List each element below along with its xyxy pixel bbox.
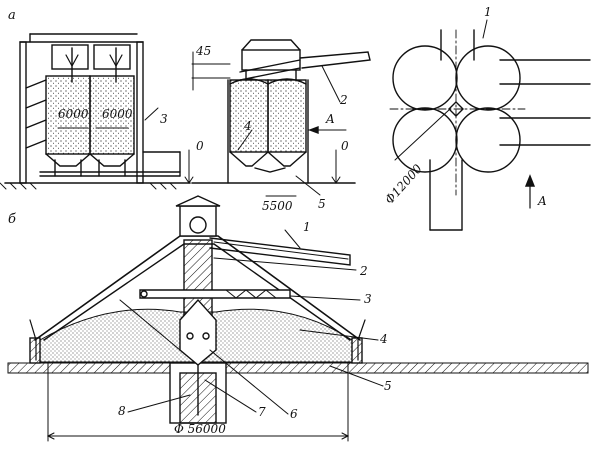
figure-b-label: б [8,212,16,227]
callout-a-3: 3 [160,112,168,126]
callout-b-5: 5 [384,379,392,393]
callout-a-2: 2 [340,93,348,107]
dim-56000: Φ 56000 [174,422,226,436]
callout-b-3: 3 [364,292,372,306]
dim-5500: 5500 [262,199,293,213]
callout-a-4: 4 [244,119,252,133]
elev-45: 45 [196,44,212,58]
elev-0-right: 0 [341,139,349,153]
elev-0-left: 0 [196,139,204,153]
silo-elevation-side [191,39,371,197]
callout-a-1: 1 [484,5,492,19]
callout-a-5: 5 [318,197,326,211]
view-arrow-a-plan: A [538,194,547,208]
view-arrow-a: A [326,112,335,126]
callout-b-6: 6 [290,407,298,421]
dome-silo-section [7,195,589,442]
callout-b-7: 7 [258,405,266,419]
dim-6000-left: 6000 [58,107,89,121]
callout-b-8: 8 [118,404,126,418]
callout-b-2: 2 [360,264,368,278]
silo-plan-view [389,19,591,231]
silo-elevation-front [0,33,194,190]
callout-b-1: 1 [303,220,311,234]
dim-6000-right: 6000 [102,107,133,121]
callout-b-4: 4 [380,332,388,346]
figure-a-label: а [8,8,16,23]
